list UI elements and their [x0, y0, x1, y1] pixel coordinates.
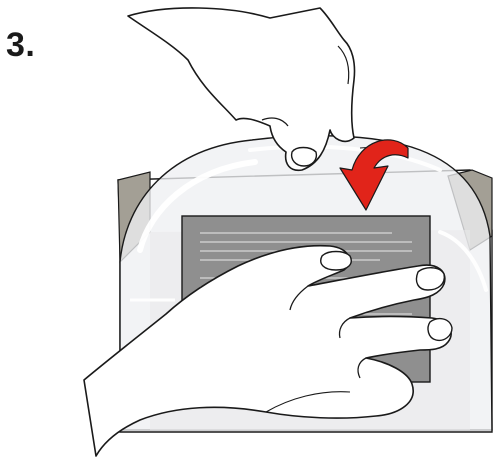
thumb-nail — [321, 252, 351, 271]
index-nail — [416, 268, 444, 290]
middle-nail — [428, 319, 452, 341]
top-hand-nail — [292, 148, 317, 167]
